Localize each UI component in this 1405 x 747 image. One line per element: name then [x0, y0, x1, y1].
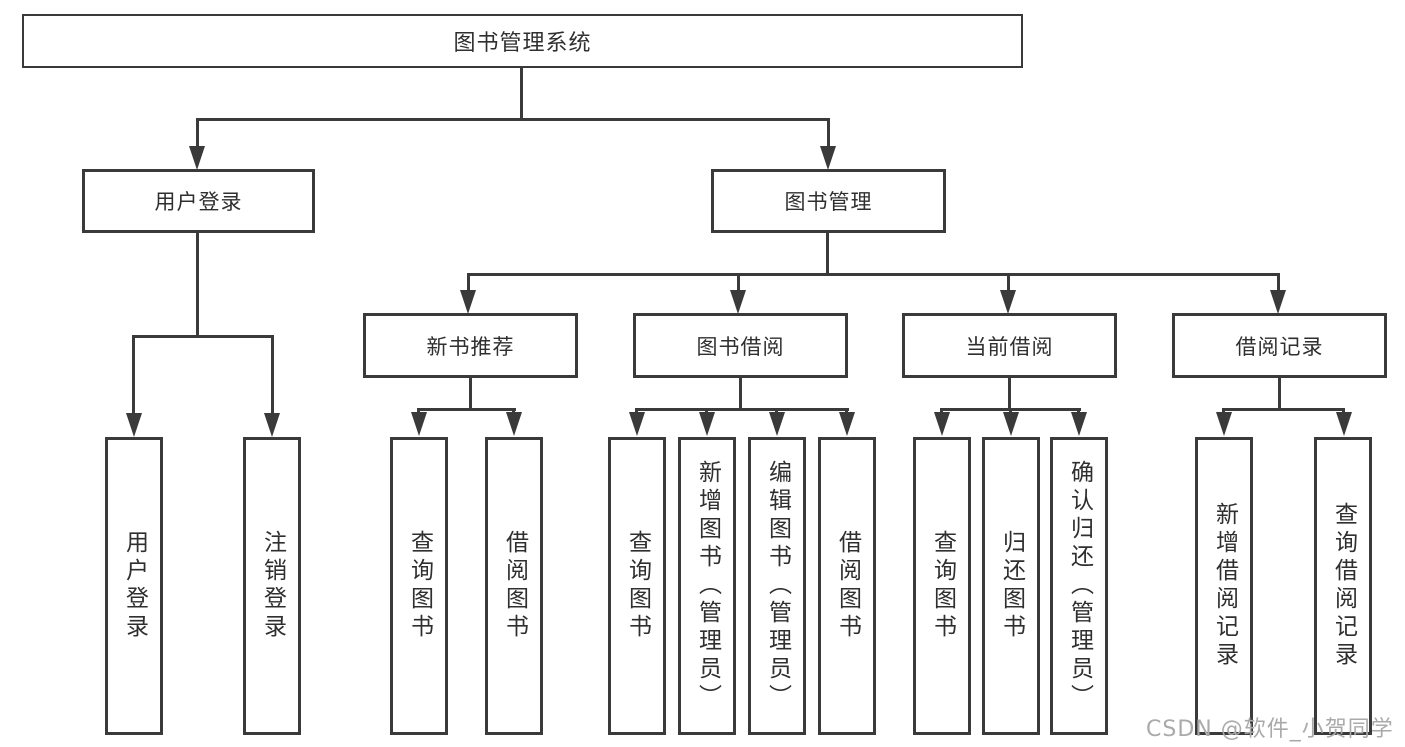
- node-leaf-query-books-recommend: 查询图书: [390, 437, 448, 735]
- arrow-down-icon: [1336, 412, 1352, 436]
- connector-line: [132, 335, 135, 415]
- node-current-borrowing: 当前借阅: [902, 313, 1117, 378]
- arrow-down-icon: [1270, 290, 1286, 314]
- connector-line: [1007, 273, 1010, 293]
- arrow-down-icon: [839, 412, 855, 436]
- connector-line: [196, 118, 830, 121]
- node-label: 确认归还（管理员）: [1066, 460, 1093, 712]
- csdn-watermark: CSDN @软件_小贺同学: [1146, 717, 1394, 742]
- arrow-down-icon: [1003, 412, 1019, 436]
- arrow-down-icon: [411, 412, 427, 436]
- node-label: 新增借阅记录: [1211, 502, 1238, 670]
- node-label: 编辑图书（管理员）: [764, 460, 791, 712]
- arrow-down-icon: [506, 412, 522, 436]
- node-leaf-return-books: 归还图书: [982, 437, 1040, 735]
- node-label: 图书管理: [784, 190, 873, 214]
- node-leaf-query-books-current: 查询图书: [913, 437, 971, 735]
- connector-line: [418, 408, 516, 411]
- node-leaf-add-books-admin: 新增图书（管理员）: [678, 437, 736, 735]
- node-label: 查询图书: [929, 530, 956, 642]
- arrow-down-icon: [264, 413, 280, 437]
- connector-line: [196, 233, 199, 335]
- node-book-management: 图书管理: [711, 169, 946, 233]
- connector-line: [132, 335, 274, 338]
- node-label: 当前借阅: [965, 334, 1054, 359]
- connector-line: [826, 233, 829, 273]
- connector-line: [1278, 378, 1281, 408]
- node-label: 归还图书: [998, 530, 1025, 642]
- node-leaf-confirm-return-admin: 确认归还（管理员）: [1050, 437, 1108, 735]
- connector-line: [467, 273, 470, 293]
- node-label: 借阅图书: [834, 530, 861, 642]
- node-label: 图书管理系统: [453, 31, 592, 56]
- node-label: 图书借阅: [696, 334, 785, 359]
- node-borrowing-records: 借阅记录: [1172, 313, 1387, 378]
- node-book-borrowing: 图书借阅: [633, 313, 848, 378]
- arrow-down-icon: [189, 146, 205, 170]
- connector-line: [1277, 273, 1280, 293]
- connector-line: [1008, 378, 1011, 408]
- connector-line: [467, 273, 1280, 276]
- node-label: 用户登录: [154, 190, 243, 214]
- connector-line: [737, 273, 740, 293]
- node-user-login: 用户登录: [82, 169, 315, 233]
- node-label: 查询借阅记录: [1330, 502, 1357, 670]
- arrow-down-icon: [730, 290, 746, 314]
- arrow-down-icon: [629, 412, 645, 436]
- node-label: 注销登录: [259, 530, 286, 642]
- node-new-book-recommend: 新书推荐: [363, 313, 578, 378]
- node-label: 新书推荐: [426, 334, 515, 359]
- arrow-down-icon: [934, 412, 950, 436]
- arrow-down-icon: [769, 412, 785, 436]
- node-leaf-query-books-borrow: 查询图书: [608, 437, 666, 735]
- node-leaf-user-login: 用户登录: [105, 437, 163, 735]
- connector-line: [1223, 408, 1345, 411]
- node-label: 借阅图书: [501, 530, 528, 642]
- arrow-down-icon: [699, 412, 715, 436]
- node-library-management-system: 图书管理系统: [22, 14, 1023, 68]
- node-leaf-borrow-books-recommend: 借阅图书: [485, 437, 543, 735]
- node-label: 用户登录: [121, 530, 148, 642]
- arrow-down-icon: [1071, 412, 1087, 436]
- arrow-down-icon: [1000, 290, 1016, 314]
- node-label: 查询图书: [624, 530, 651, 642]
- arrow-down-icon: [460, 290, 476, 314]
- connector-line: [636, 408, 849, 411]
- node-leaf-query-borrow-record: 查询借阅记录: [1314, 437, 1372, 735]
- node-label: 新增图书（管理员）: [694, 460, 721, 712]
- connector-line: [196, 118, 199, 148]
- node-leaf-logout: 注销登录: [243, 437, 301, 735]
- connector-line: [271, 335, 274, 415]
- node-label: 查询图书: [406, 530, 433, 642]
- connector-line: [739, 378, 742, 408]
- node-leaf-edit-books-admin: 编辑图书（管理员）: [748, 437, 806, 735]
- connector-line: [520, 68, 523, 118]
- arrow-down-icon: [126, 413, 142, 437]
- connector-line: [469, 378, 472, 408]
- arrow-down-icon: [820, 146, 836, 170]
- arrow-down-icon: [1216, 412, 1232, 436]
- node-leaf-add-borrow-record: 新增借阅记录: [1195, 437, 1253, 735]
- node-leaf-borrow-books: 借阅图书: [818, 437, 876, 735]
- connector-line: [827, 118, 830, 148]
- node-label: 借阅记录: [1235, 334, 1324, 359]
